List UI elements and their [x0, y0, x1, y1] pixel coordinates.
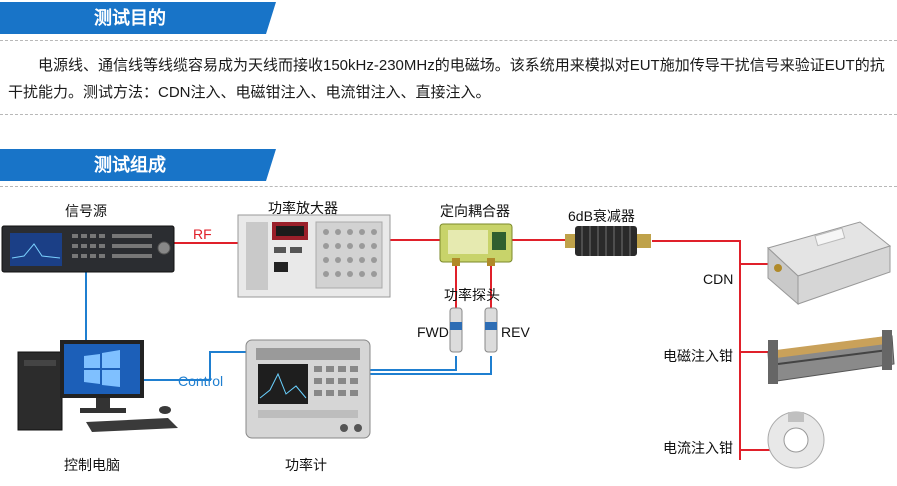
power-meter-image: [245, 339, 371, 439]
label-power-probe: 功率探头: [444, 287, 500, 303]
label-power-amplifier: 功率放大器: [268, 200, 338, 216]
control-line-pc-meter: [142, 351, 248, 381]
label-control-pc: 控制电脑: [64, 457, 120, 473]
label-directional-coupler: 定向耦合器: [440, 203, 510, 219]
label-power-meter: 功率计: [285, 457, 327, 473]
label-cdn: CDN: [703, 271, 734, 287]
section-title: 测试组成: [94, 155, 166, 175]
em-clamp-image: [767, 330, 895, 384]
attenuator-image: [565, 226, 651, 256]
control-line-rev-meter: [370, 356, 492, 375]
label-signal-source: 信号源: [65, 203, 107, 219]
rf-line-to-loads: [652, 240, 741, 460]
label-fwd: FWD: [417, 324, 449, 340]
control-connections: [85, 272, 492, 381]
section-divider: [0, 114, 897, 115]
rf-connections: [174, 239, 770, 460]
section-header-purpose: 测试目的: [0, 2, 276, 34]
control-pc-image: [17, 340, 178, 432]
section-title: 测试目的: [94, 8, 166, 28]
current-clamp-image: [767, 411, 825, 469]
directional-coupler-image: [439, 223, 513, 266]
power-probe-fwd-image: [449, 307, 463, 353]
section-divider: [0, 40, 897, 41]
label-current-clamp: 电流注入钳: [663, 440, 733, 456]
section-divider: [0, 186, 897, 187]
section-header-composition: 测试组成: [0, 149, 276, 181]
cdn-image: [767, 221, 892, 306]
purpose-text: 电源线、通信线等线缆容易成为天线而接收150kHz-230MHz的电磁场。该系统…: [8, 57, 885, 101]
label-control: Control: [178, 373, 224, 389]
label-em-clamp: 电磁注入钳: [663, 348, 733, 364]
power-probe-rev-image: [484, 307, 498, 353]
power-amplifier-image: [237, 214, 391, 298]
purpose-paragraph: 电源线、通信线等线缆容易成为天线而接收150kHz-230MHz的电磁场。该系统…: [8, 52, 893, 106]
label-rev: REV: [501, 324, 530, 340]
signal-source-image: [1, 225, 175, 273]
control-line-fwd-meter: [370, 356, 457, 371]
label-rf: RF: [193, 226, 212, 242]
label-attenuator: 6dB衰减器: [568, 208, 635, 224]
